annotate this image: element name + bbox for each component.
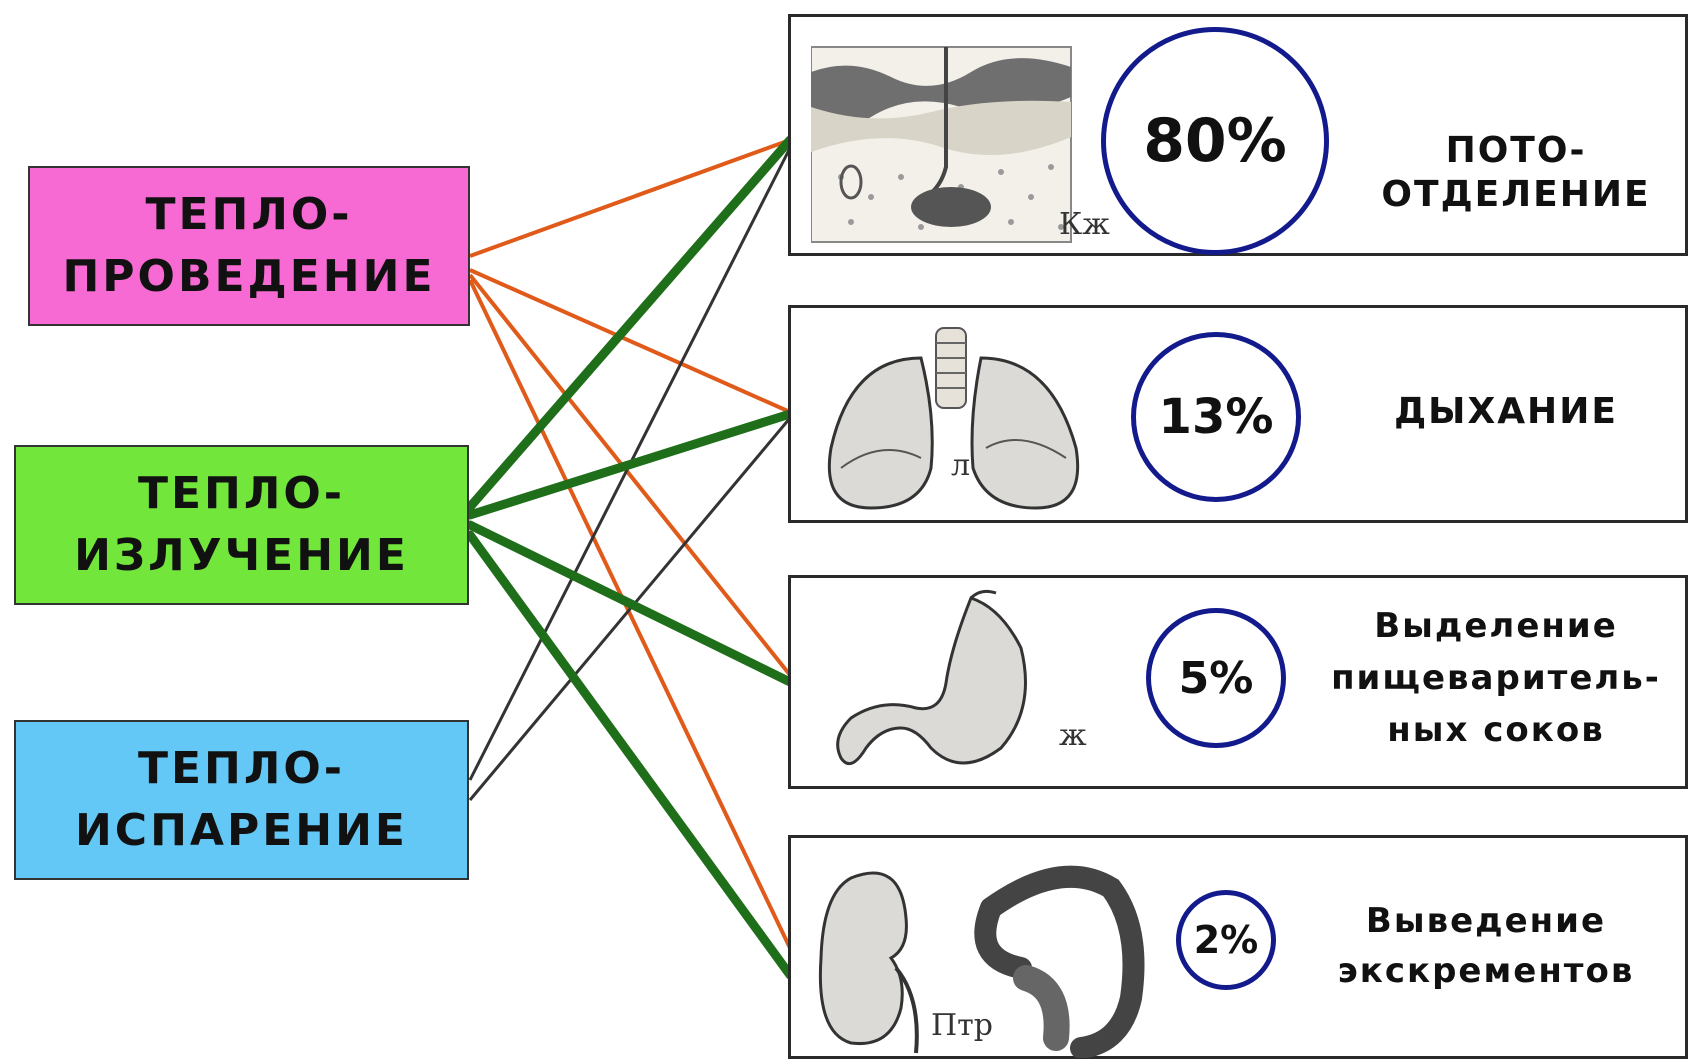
breathing-label: ДЫХАНИЕ xyxy=(1341,390,1671,434)
excretion-panel: Птр 2% Выведение экскрементов xyxy=(788,835,1688,1059)
digestion-panel: ж 5% Выделение пищеваритель- ных соков xyxy=(788,575,1688,789)
breathing-percent-circle: 13% xyxy=(1131,332,1301,502)
breathing-percent: 13% xyxy=(1159,389,1274,445)
digestion-percent: 5% xyxy=(1179,653,1254,704)
digestion-percent-circle: 5% xyxy=(1146,608,1286,748)
digestion-label: Выделение пищеваритель- ных соков xyxy=(1311,600,1681,756)
sweating-percent-circle: 80% xyxy=(1101,27,1329,255)
evaporation-label: ТЕПЛО- ИСПАРЕНИЕ xyxy=(75,738,408,862)
excretion-percent-circle: 2% xyxy=(1176,890,1276,990)
conduction-label: ТЕПЛО- ПРОВЕДЕНИЕ xyxy=(62,184,435,308)
skin-letter: Кж xyxy=(1059,207,1110,242)
lungs-letter: л xyxy=(951,448,970,483)
radiation-label: ТЕПЛО- ИЗЛУЧЕНИЕ xyxy=(74,463,409,587)
sweating-label: ПОТО- ОТДЕЛЕНИЕ xyxy=(1351,129,1681,217)
radiation-box: ТЕПЛО- ИЗЛУЧЕНИЕ xyxy=(14,445,469,605)
excretion-label: Выведение экскрементов xyxy=(1296,896,1676,996)
stomach-letter: ж xyxy=(1059,718,1087,753)
sweating-percent: 80% xyxy=(1143,106,1287,176)
kidney-letter: Птр xyxy=(931,1008,993,1043)
sweating-panel: Кж 80% ПОТО- ОТДЕЛЕНИЕ xyxy=(788,14,1688,256)
radiation-to-breathing-line xyxy=(470,414,790,515)
breathing-panel: л 13% ДЫХАНИЕ xyxy=(788,305,1688,523)
skin-icon xyxy=(811,27,1081,247)
radiation-to-sweat-line xyxy=(470,140,790,507)
stomach-icon xyxy=(821,588,1081,788)
excretion-percent: 2% xyxy=(1194,918,1259,962)
lungs-icon xyxy=(811,318,1111,518)
conduction-box: ТЕПЛО- ПРОВЕДЕНИЕ xyxy=(28,166,470,326)
evaporation-box: ТЕПЛО- ИСПАРЕНИЕ xyxy=(14,720,469,880)
conduction-to-breathing-line xyxy=(470,270,790,412)
